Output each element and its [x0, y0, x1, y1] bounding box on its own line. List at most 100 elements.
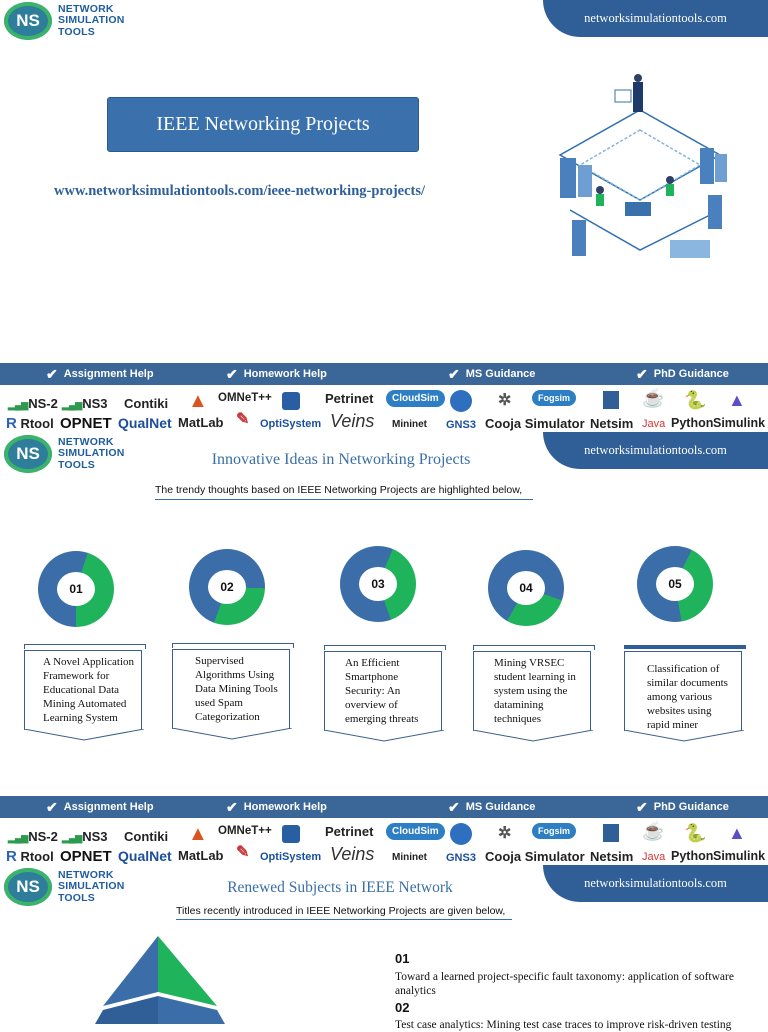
tool-mininet: Mininet — [392, 419, 427, 430]
card-tip — [324, 730, 444, 742]
service-ms-guidance[interactable]: ✔MS Guidance — [448, 798, 536, 815]
section-subtitle: Titles recently introduced in IEEE Netwo… — [176, 905, 512, 920]
idea-card-text: A Novel Application Framework for Educat… — [24, 650, 142, 730]
tool-optisystem: OptiSystem — [260, 851, 322, 863]
tool-omnet: OMNeT++ — [218, 825, 272, 837]
tool-ns3: ▂▄▆NS3 — [62, 829, 108, 844]
tool-petrinet: Petrinet — [325, 391, 374, 406]
service-homework-help[interactable]: ✔Homework Help — [226, 365, 327, 382]
java-icon: ☕ — [642, 388, 665, 408]
network-graph-icon: ✲ — [498, 392, 512, 409]
gns3-icon — [450, 823, 472, 845]
tool-contiki: Contiki — [124, 829, 169, 844]
site-url-badge[interactable]: networksimulationtools.com — [543, 865, 768, 902]
idea-card: Supervised Algorithms Using Data Mining … — [172, 643, 294, 740]
check-icon: ✔ — [46, 365, 58, 382]
site-url-badge[interactable]: networksimulationtools.com — [543, 432, 768, 469]
tools-logos: ▂▄▆NS-2 ▂▄▆NS3 Contiki ▲ OMNeT++ Petrine… — [0, 819, 768, 871]
simulink-icon: ▲ — [728, 823, 746, 843]
check-icon: ✔ — [226, 798, 238, 815]
subject-text: Toward a learned project-specific fault … — [395, 971, 734, 997]
tool-cloudsim: CloudSim — [386, 390, 445, 407]
service-assignment-help[interactable]: ✔Assignment Help — [46, 365, 154, 382]
service-homework-help[interactable]: ✔Homework Help — [226, 798, 327, 815]
donut-label: 01 — [57, 572, 95, 606]
ns-logo-icon: NS — [4, 2, 52, 40]
tool-ns3: ▂▄▆NS3 — [62, 396, 108, 411]
tool-optisystem: OptiSystem — [260, 418, 322, 430]
site-url-badge[interactable]: networksimulationtools.com — [543, 0, 768, 37]
idea-card-text: Mining VRSEC student learning in system … — [473, 651, 591, 731]
services-strip: ✔Assignment Help ✔Homework Help ✔MS Guid… — [0, 796, 768, 818]
donut-label: 02 — [208, 570, 246, 604]
check-icon: ✔ — [636, 365, 648, 382]
tool-qualnet: QualNet — [118, 848, 172, 864]
check-icon: ✔ — [448, 798, 460, 815]
gns3-icon — [450, 390, 472, 412]
tool-java: Java — [642, 418, 666, 430]
donut-label: 03 — [359, 567, 397, 601]
hero-title: IEEE Networking Projects — [156, 113, 370, 135]
tool-opnet: OPNET — [60, 848, 112, 865]
tool-python: Python — [671, 416, 714, 430]
optisystem-icon — [282, 392, 300, 410]
tool-java: Java — [642, 851, 666, 863]
tool-netsim: Netsim — [590, 416, 634, 431]
tool-cooja: Cooja Simulator — [485, 849, 585, 864]
tool-simulink: Simulink — [713, 416, 766, 430]
server-rack-icon — [560, 158, 576, 198]
java-icon: ☕ — [642, 821, 665, 841]
tool-opnet: OPNET — [60, 415, 112, 432]
tool-matlab: MatLab — [178, 848, 224, 863]
ns-logo-icon: NS — [4, 868, 52, 906]
services-strip: ✔Assignment Help ✔Homework Help ✔MS Guid… — [0, 363, 768, 385]
idea-card-text: Classification of similar documents amon… — [624, 651, 742, 731]
tool-mininet: Mininet — [392, 852, 427, 863]
idea-card: Mining VRSEC student learning in system … — [473, 645, 595, 742]
hero-title-box: IEEE Networking Projects — [107, 97, 419, 152]
tool-contiki: Contiki — [124, 396, 169, 411]
tool-rtool: R Rtool — [6, 848, 54, 865]
check-icon: ✔ — [46, 798, 58, 815]
service-phd-guidance[interactable]: ✔PhD Guidance — [636, 365, 729, 382]
matlab-icon: ▲ — [188, 390, 208, 412]
service-ms-guidance[interactable]: ✔MS Guidance — [448, 365, 536, 382]
tool-veins: Veins — [330, 411, 375, 431]
netsim-icon — [603, 391, 619, 409]
network-illustration — [558, 74, 727, 258]
hero-link[interactable]: www.networksimulationtools.com/ieee-netw… — [54, 183, 426, 199]
check-icon: ✔ — [448, 365, 460, 382]
donut-02: 02 — [189, 549, 265, 625]
service-assignment-help[interactable]: ✔Assignment Help — [46, 798, 154, 815]
tool-omnet: OMNeT++ — [218, 392, 272, 404]
service-phd-guidance[interactable]: ✔PhD Guidance — [636, 798, 729, 815]
pyramid-graphic — [95, 936, 225, 1024]
netsim-icon — [603, 824, 619, 842]
tool-fogsim: Fogsim — [532, 390, 577, 406]
tools-logos: ▂▄▆NS-2 ▂▄▆NS3 Contiki ▲ OMNeT++ Petrine… — [0, 386, 768, 438]
check-icon: ✔ — [226, 365, 238, 382]
tool-veins: Veins — [330, 844, 375, 864]
tool-rtool: R Rtool — [6, 415, 54, 432]
donut-03: 03 — [340, 546, 416, 622]
edit-icon: ✎ — [236, 411, 250, 428]
donut-04: 04 — [488, 550, 564, 626]
python-icon: 🐍 — [684, 823, 707, 843]
ns-logo-icon: NS — [4, 435, 52, 473]
tool-python: Python — [671, 849, 714, 863]
tool-cloudsim: CloudSim — [386, 823, 445, 840]
idea-card-text: An Efficient Smartphone Security: An ove… — [324, 651, 442, 731]
tool-cooja: Cooja Simulator — [485, 416, 585, 431]
tool-ns2: ▂▄▆NS-2 — [8, 396, 58, 411]
donut-01: 01 — [38, 551, 114, 627]
donut-label: 04 — [507, 571, 545, 605]
donut-05: 05 — [637, 546, 713, 622]
python-icon: 🐍 — [684, 390, 707, 410]
tool-gns3: GNS3 — [446, 419, 476, 431]
edit-icon: ✎ — [236, 844, 250, 861]
